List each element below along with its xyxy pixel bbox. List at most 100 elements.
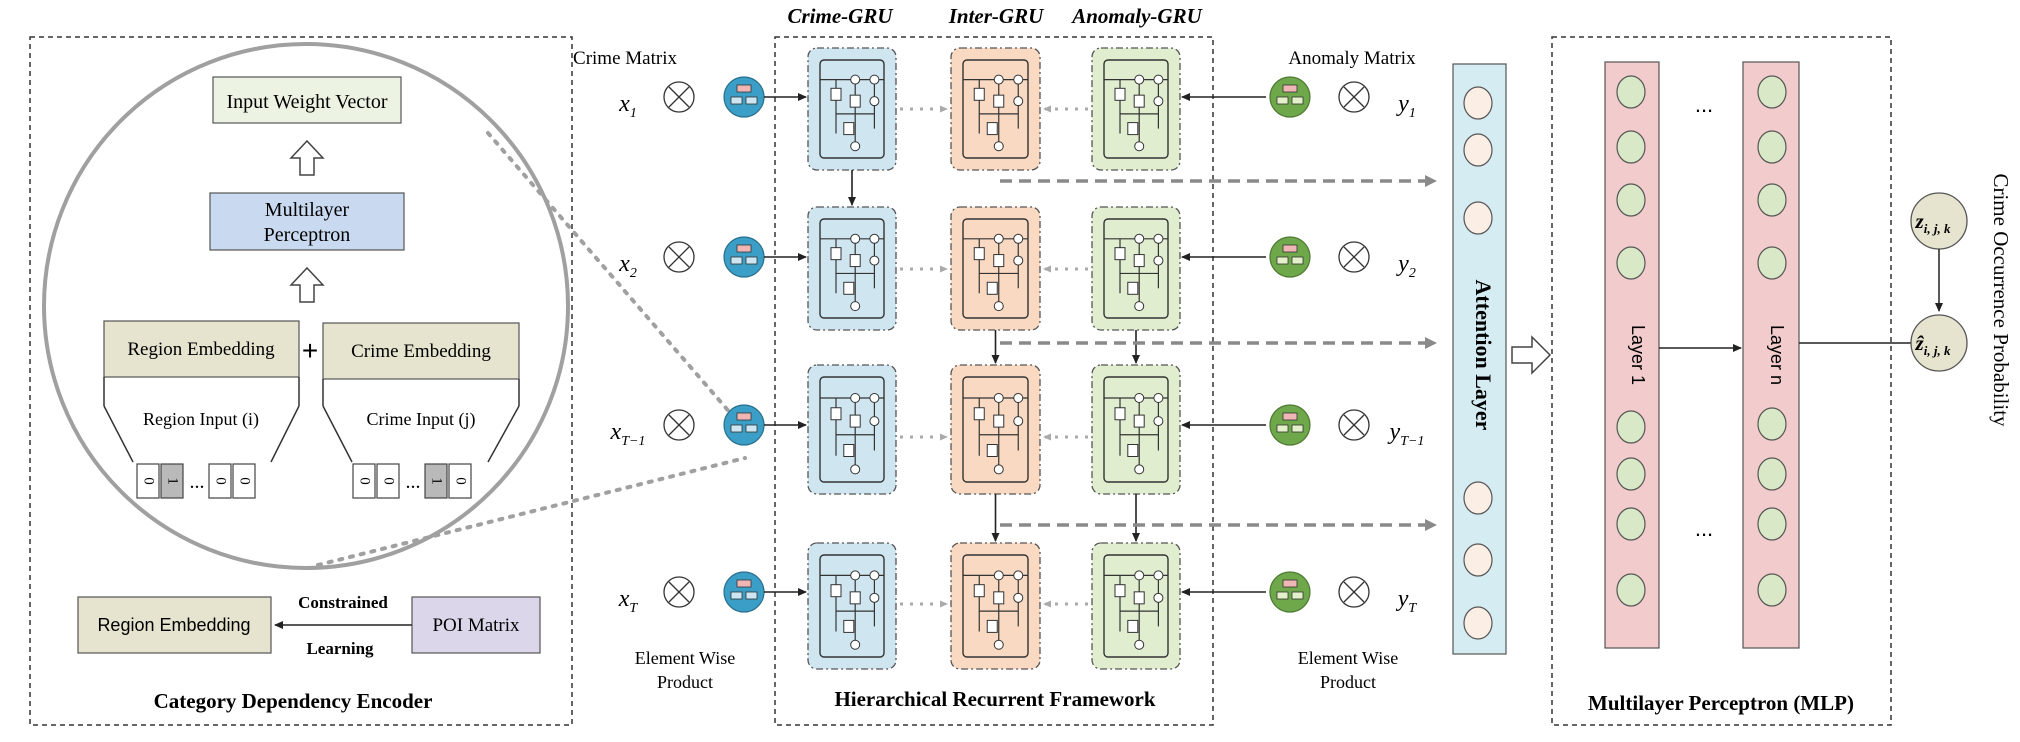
inter-gru-header: Inter-GRU: [948, 4, 1045, 28]
mlp-layer-1-node: [1616, 457, 1646, 491]
gru-gate-box: [843, 444, 855, 457]
gru-operator-node: [1134, 301, 1145, 312]
mlp-layer-n-node: [1757, 507, 1787, 541]
gru-operator-node: [869, 570, 880, 581]
gru-gate-box: [830, 247, 842, 261]
vector-cell: [352, 463, 376, 499]
gru-gate-box: [1114, 584, 1126, 598]
network-icon-part: [1282, 244, 1298, 253]
gru-operator-node: [993, 393, 1004, 403]
hierarchical-recurrent-framework: Crime-GRU Inter-GRU Anomaly-GRU Crime Ma…: [573, 4, 1437, 726]
mlp-layer-n-node: [1757, 183, 1787, 217]
otimes-stroke: [668, 246, 690, 268]
mlp-layer-n-node: [1757, 457, 1787, 491]
attention-layer-label: Attention Layer: [1471, 280, 1496, 431]
plus-sign: +: [302, 335, 318, 366]
crime-gru-header: Crime-GRU: [788, 4, 895, 28]
crime-embedding-label: Crime Embedding: [351, 341, 491, 362]
gru-internal-frame: [1103, 554, 1169, 658]
vector-cell-value: 0: [357, 477, 373, 485]
anomaly-gru-cell: [1091, 206, 1181, 331]
gru-internal-frame: [1103, 376, 1169, 483]
crime-matrix-label: Crime Matrix: [573, 48, 677, 69]
gru-gate-box: [843, 122, 855, 136]
gru-operator-node: [850, 74, 861, 85]
output-section: zi, j, k ẑi, j, k Crime Occurrence Proba…: [1799, 173, 2013, 427]
mlp-layer-1-node: [1616, 410, 1646, 444]
network-icon-part: [736, 84, 752, 93]
poi-region-embedding-box: [77, 596, 272, 654]
mlp-layer-n-node: [1757, 573, 1787, 607]
gru-operator-node: [1153, 570, 1164, 581]
gru-gate-box: [1133, 591, 1145, 605]
constrained-label: Constrained: [298, 593, 388, 612]
gru-operator-node: [1013, 96, 1024, 107]
attention-node: [1463, 86, 1493, 120]
vector-cell-value: 0: [453, 477, 469, 485]
gru-operator-node: [1134, 233, 1145, 244]
mlp-layer-1-node: [1616, 573, 1646, 607]
network-icon-part: [736, 244, 752, 253]
gru-gate-box: [1114, 247, 1126, 261]
crime-gru-cell: [807, 364, 897, 495]
gru-gate-box: [993, 94, 1005, 108]
projection-line: [270, 405, 300, 463]
gru-gate-box: [843, 619, 855, 633]
network-icon-part: [1291, 424, 1304, 433]
elementwise-left-line1: Element Wise: [635, 648, 735, 668]
framework-frame: [774, 36, 1214, 726]
gru-operator-node: [850, 464, 861, 475]
region-input-label: Region Input (i): [143, 409, 259, 430]
gru-internal-frame: [819, 218, 885, 319]
poi-region-embedding-label: Region Embedding: [97, 615, 250, 635]
x-variable: xT−1: [610, 419, 646, 449]
mlp-label-line2: Perceptron: [264, 224, 351, 246]
network-icon-part: [730, 591, 743, 600]
zoom-leader-line: [486, 131, 747, 432]
network-icon-part: [1276, 591, 1289, 600]
network-icon-part: [1282, 579, 1298, 588]
crime-input-label: Crime Input (j): [367, 409, 476, 430]
framework-title: Hierarchical Recurrent Framework: [834, 687, 1155, 711]
gru-operator-node: [869, 74, 880, 85]
gru-operator-node: [869, 233, 880, 244]
gru-internal-frame: [962, 554, 1029, 658]
elementwise-right-line2: Product: [1320, 672, 1376, 692]
gru-gate-box: [986, 619, 998, 633]
gru-operator-node: [850, 639, 861, 650]
x-variable: x1: [618, 91, 637, 121]
gru-gate-box: [1127, 281, 1139, 295]
vector-cell-value: 1: [429, 477, 445, 485]
gru-gate-box: [849, 254, 861, 268]
crime-gru-cell: [807, 542, 897, 670]
gru-gate-box: [993, 414, 1005, 428]
gru-operator-node: [1153, 592, 1164, 603]
layer-n-label: Layer n: [1767, 325, 1787, 385]
gru-operator-node: [850, 570, 861, 581]
gru-gate-box: [986, 444, 998, 457]
gru-gate-box: [1133, 414, 1145, 428]
mlp-nodes: [1616, 75, 1787, 607]
up-arrow-icon: [289, 266, 325, 303]
vector-cell: [448, 463, 472, 499]
network-icon-part: [1291, 591, 1304, 600]
anomaly-gru-cell: [1091, 542, 1181, 670]
right-arrow-icon: [1511, 335, 1552, 375]
inter-gru-cell: [950, 364, 1041, 495]
anomaly-gru-cell: [1091, 364, 1181, 495]
y-variable: y1: [1396, 91, 1416, 121]
gru-gate-box: [993, 591, 1005, 605]
attention-node: [1463, 133, 1493, 167]
gru-gate-box: [986, 281, 998, 295]
gru-operator-node: [993, 141, 1004, 152]
mlp-title: Multilayer Perceptron (MLP): [1588, 691, 1854, 715]
gru-gate-box: [1133, 254, 1145, 268]
gru-gate-box: [1114, 407, 1126, 421]
vector-ellipsis: ...: [406, 471, 421, 493]
mlp-layer-1-node: [1616, 130, 1646, 164]
gru-gate-box: [1127, 444, 1139, 457]
vector-cell-value: 0: [381, 477, 397, 485]
otimes-stroke: [1343, 246, 1365, 268]
crime-input-network-icon: [723, 236, 765, 278]
